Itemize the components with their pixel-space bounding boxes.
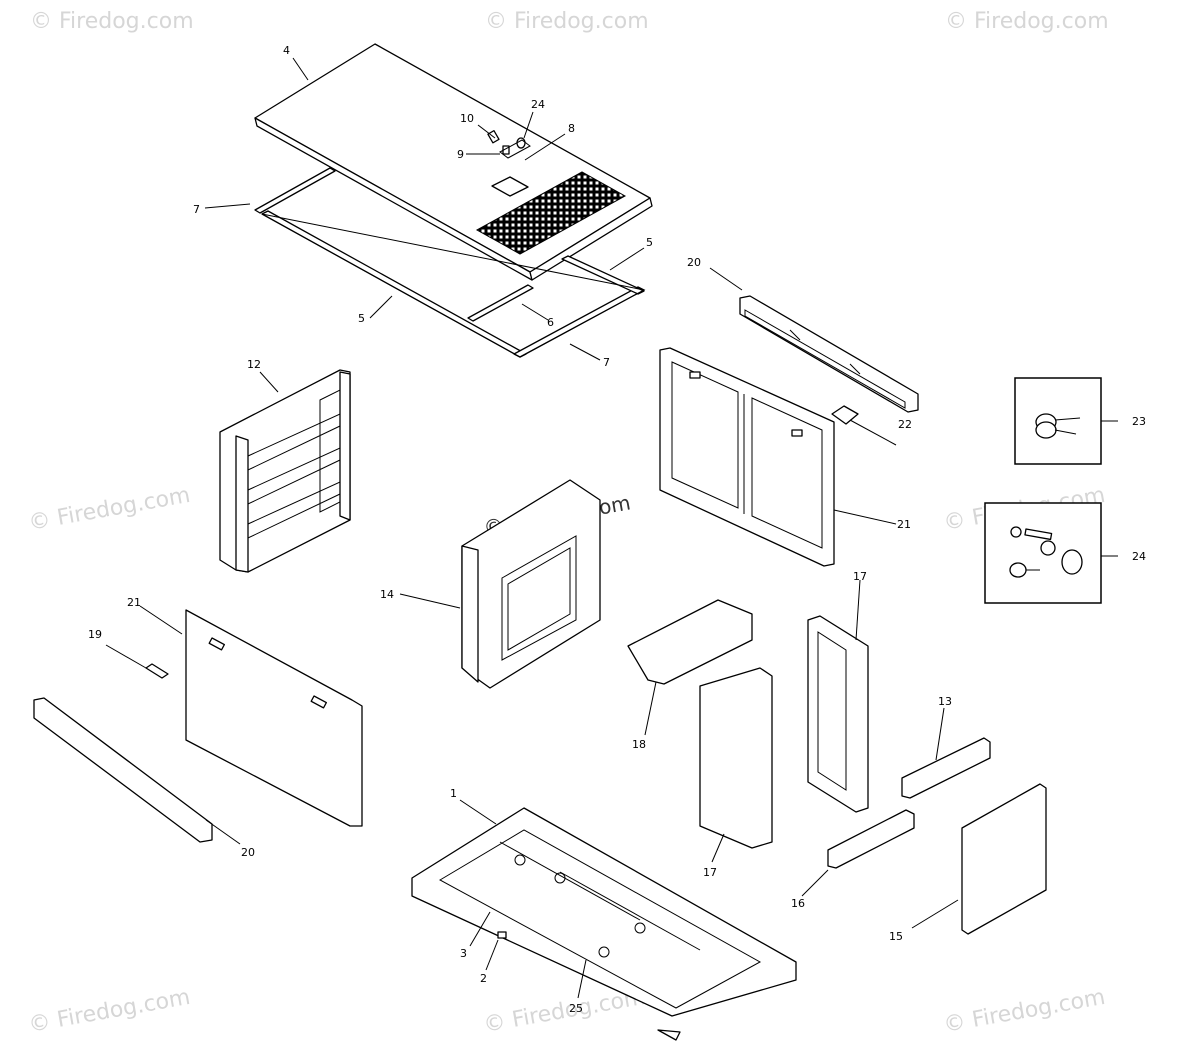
- lock-part-24: [516, 137, 526, 149]
- part-19-clip: [145, 663, 169, 679]
- part-24-lock-box: [984, 502, 1118, 604]
- callout-5: 5: [358, 312, 365, 325]
- part-21-doors-right: [659, 347, 835, 567]
- watermark: © Firedog.com: [945, 9, 1109, 34]
- part-5-6-7-rails: [254, 167, 646, 358]
- callout-22: 22: [898, 418, 912, 431]
- callout-7: 7: [193, 203, 200, 216]
- callout-6: 6: [547, 316, 554, 329]
- callout-3: 3: [460, 947, 467, 960]
- callout-21: 21: [127, 596, 141, 609]
- door-handle: [689, 371, 701, 379]
- part-16-rail: [827, 809, 915, 869]
- callout-2: 2: [480, 972, 487, 985]
- callout-24: 24: [531, 98, 545, 111]
- callout-13: 13: [938, 695, 952, 708]
- callout-17: 17: [703, 866, 717, 879]
- part-20-rail-upper: [739, 295, 919, 413]
- callout-20: 20: [687, 256, 701, 269]
- callout-labels: 4 24 10 8 9 7 5 5 6 7 12 20 22 23 21 24 …: [88, 44, 1146, 1015]
- part-13-rail-small: [901, 737, 991, 799]
- part-15-panel: [961, 783, 1047, 935]
- callout-15: 15: [889, 930, 903, 943]
- callout-16: 16: [791, 897, 805, 910]
- callout-17: 17: [853, 570, 867, 583]
- part-17-frame: [807, 615, 869, 813]
- callout-24: 24: [1132, 550, 1146, 563]
- part-17-side-panel: [699, 667, 773, 849]
- watermark: © Firedog.com: [942, 985, 1107, 1038]
- callout-18: 18: [632, 738, 646, 751]
- part-18-chute: [627, 599, 753, 685]
- part-23-key-box: [1014, 377, 1118, 465]
- callout-21: 21: [897, 518, 911, 531]
- callout-5: 5: [646, 236, 653, 249]
- part-12-shelf-frame: [219, 369, 351, 573]
- watermark: © Firedog.com: [30, 9, 194, 34]
- part-4-top-panel: [254, 43, 653, 281]
- part-20-rail-lower: [33, 697, 213, 843]
- callout-14: 14: [380, 588, 394, 601]
- callout-7: 7: [603, 356, 610, 369]
- callout-25: 25: [569, 1002, 583, 1015]
- callout-12: 12: [247, 358, 261, 371]
- callout-10: 10: [460, 112, 474, 125]
- part-14-back-panel: [461, 479, 601, 689]
- callout-4: 4: [283, 44, 290, 57]
- watermark: © Firedog.com: [485, 9, 649, 34]
- callout-8: 8: [568, 122, 575, 135]
- callout-19: 19: [88, 628, 102, 641]
- part-22-bracket: [831, 405, 859, 425]
- part-1-base-frame: [411, 807, 797, 1041]
- callout-20: 20: [241, 846, 255, 859]
- callout-1: 1: [450, 787, 457, 800]
- leader-lines: [105, 57, 959, 999]
- callout-9: 9: [457, 148, 464, 161]
- watermark: © Firedog.com: [27, 483, 192, 536]
- part-21-panel-left: [185, 609, 363, 827]
- watermark: © Firedog.com: [27, 985, 192, 1038]
- door-handle: [791, 429, 803, 437]
- callout-23: 23: [1132, 415, 1146, 428]
